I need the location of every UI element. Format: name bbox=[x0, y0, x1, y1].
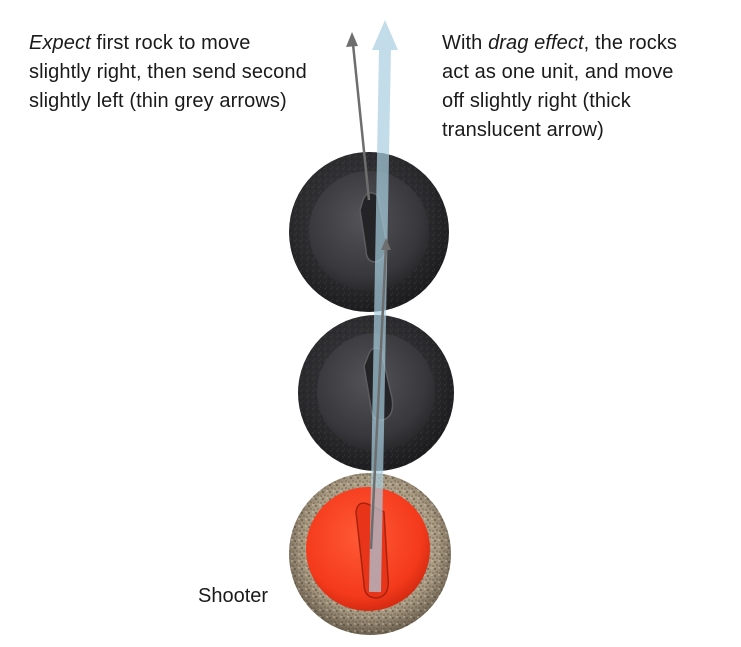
expect-emphasis: Expect bbox=[29, 32, 91, 54]
first-rock-expected-arrowhead bbox=[381, 238, 391, 250]
first-rock bbox=[289, 152, 449, 312]
drag-arrow-head bbox=[372, 20, 398, 50]
drag-effect-caption: With drag effect, the rocks act as one u… bbox=[442, 29, 737, 145]
second-rock-expected-arrow bbox=[351, 43, 371, 201]
drag-line1-suffix: , the rocks bbox=[583, 32, 678, 54]
expectation-arrows bbox=[346, 32, 391, 550]
second-rock-expected-arrowhead bbox=[346, 32, 358, 47]
first-rock-expected-arrow bbox=[369, 245, 388, 550]
drag-caption-line4: translucent arrow) bbox=[442, 119, 604, 141]
drag-line1-prefix: With bbox=[442, 32, 489, 54]
expectation-caption-line2: slightly right, then send second bbox=[29, 61, 307, 83]
expectation-line1-rest: first rock to move bbox=[90, 32, 251, 54]
drag-effect-emphasis: drag effect bbox=[488, 32, 584, 54]
drag-caption-line1: With drag effect, the rocks bbox=[442, 29, 737, 58]
expectation-caption-line1: Expect first rock to move bbox=[29, 29, 389, 58]
drag-caption-line3: off slightly right (thick bbox=[442, 90, 631, 112]
shooter-label: Shooter bbox=[198, 585, 269, 607]
expectation-caption: Expect first rock to move slightly right… bbox=[29, 29, 389, 116]
drag-arrow-shaft bbox=[369, 47, 391, 593]
expectation-caption-line3: slightly left (thin grey arrows) bbox=[29, 90, 287, 112]
drag-caption-line2: act as one unit, and move bbox=[442, 61, 674, 83]
drag-effect-arrow bbox=[369, 20, 398, 593]
